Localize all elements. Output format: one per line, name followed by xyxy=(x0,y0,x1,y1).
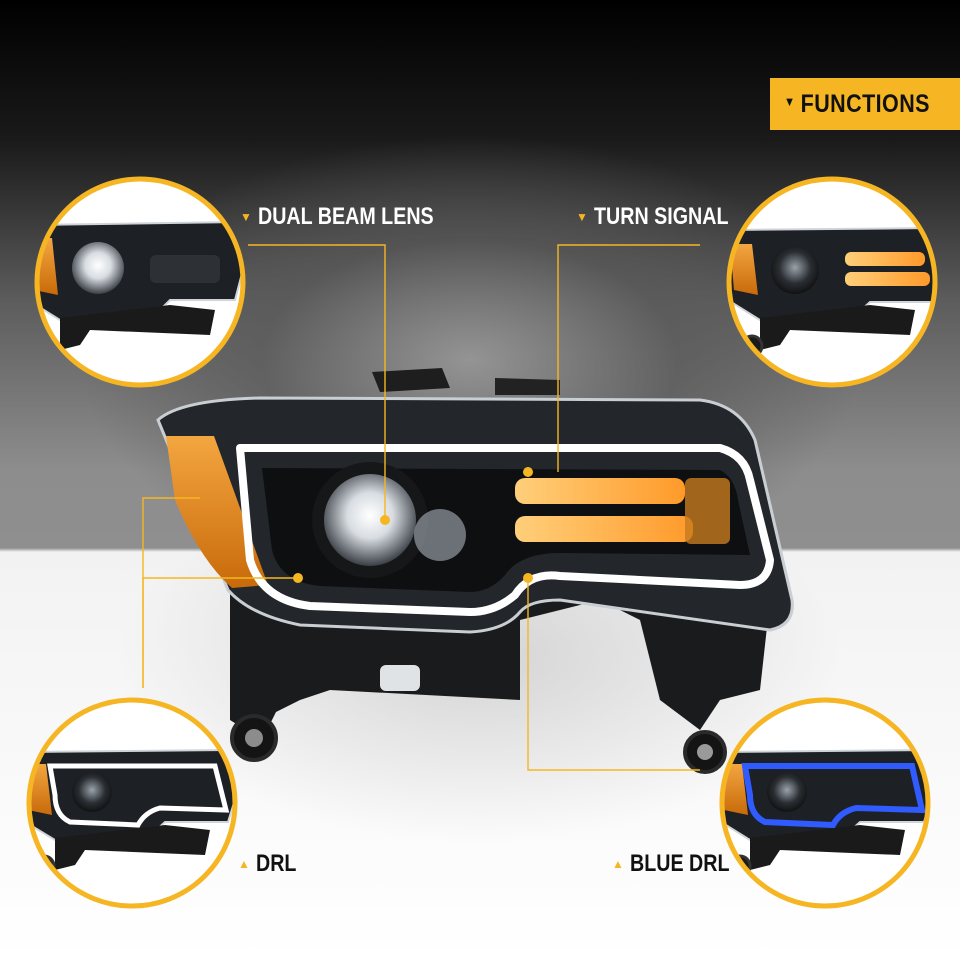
label-dual-beam-text: DUAL BEAM LENS xyxy=(257,203,434,230)
detail-circle-turn-signal xyxy=(726,176,938,388)
callout-dot xyxy=(523,467,533,477)
up-triangle-icon: ▲ xyxy=(238,857,250,871)
label-turn-signal-text: TURN SIGNAL xyxy=(593,203,729,230)
label-drl: ▲ DRL xyxy=(238,850,305,878)
detail-circle-dual-beam xyxy=(34,176,246,388)
connector xyxy=(380,665,420,691)
side-reflector xyxy=(166,436,268,588)
projector-lens xyxy=(324,474,416,566)
detail-circle-blue-drl xyxy=(719,697,931,909)
label-turn-signal: ▼ TURN SIGNAL xyxy=(576,203,758,231)
callout-leaders xyxy=(142,244,700,771)
down-triangle-icon: ▼ xyxy=(240,210,252,224)
down-triangle-icon: ▼ xyxy=(784,93,796,109)
label-dual-beam: ▼ DUAL BEAM LENS xyxy=(240,203,472,231)
mount-tab xyxy=(372,368,450,392)
down-triangle-icon: ▼ xyxy=(576,210,588,224)
turn-signal-bar xyxy=(515,516,693,542)
detail-circle-drl xyxy=(26,697,238,909)
mount-tab xyxy=(495,378,560,395)
main-headlight xyxy=(156,368,794,774)
functions-label: FUNCTIONS xyxy=(800,89,931,118)
label-blue-drl-text: BLUE DRL xyxy=(629,850,730,877)
turn-signal-bar xyxy=(515,478,685,504)
up-triangle-icon: ▲ xyxy=(612,857,624,871)
label-blue-drl: ▲ BLUE DRL xyxy=(612,850,751,878)
functions-badge: ▼FUNCTIONS xyxy=(770,78,960,130)
label-drl-text: DRL xyxy=(255,850,297,877)
